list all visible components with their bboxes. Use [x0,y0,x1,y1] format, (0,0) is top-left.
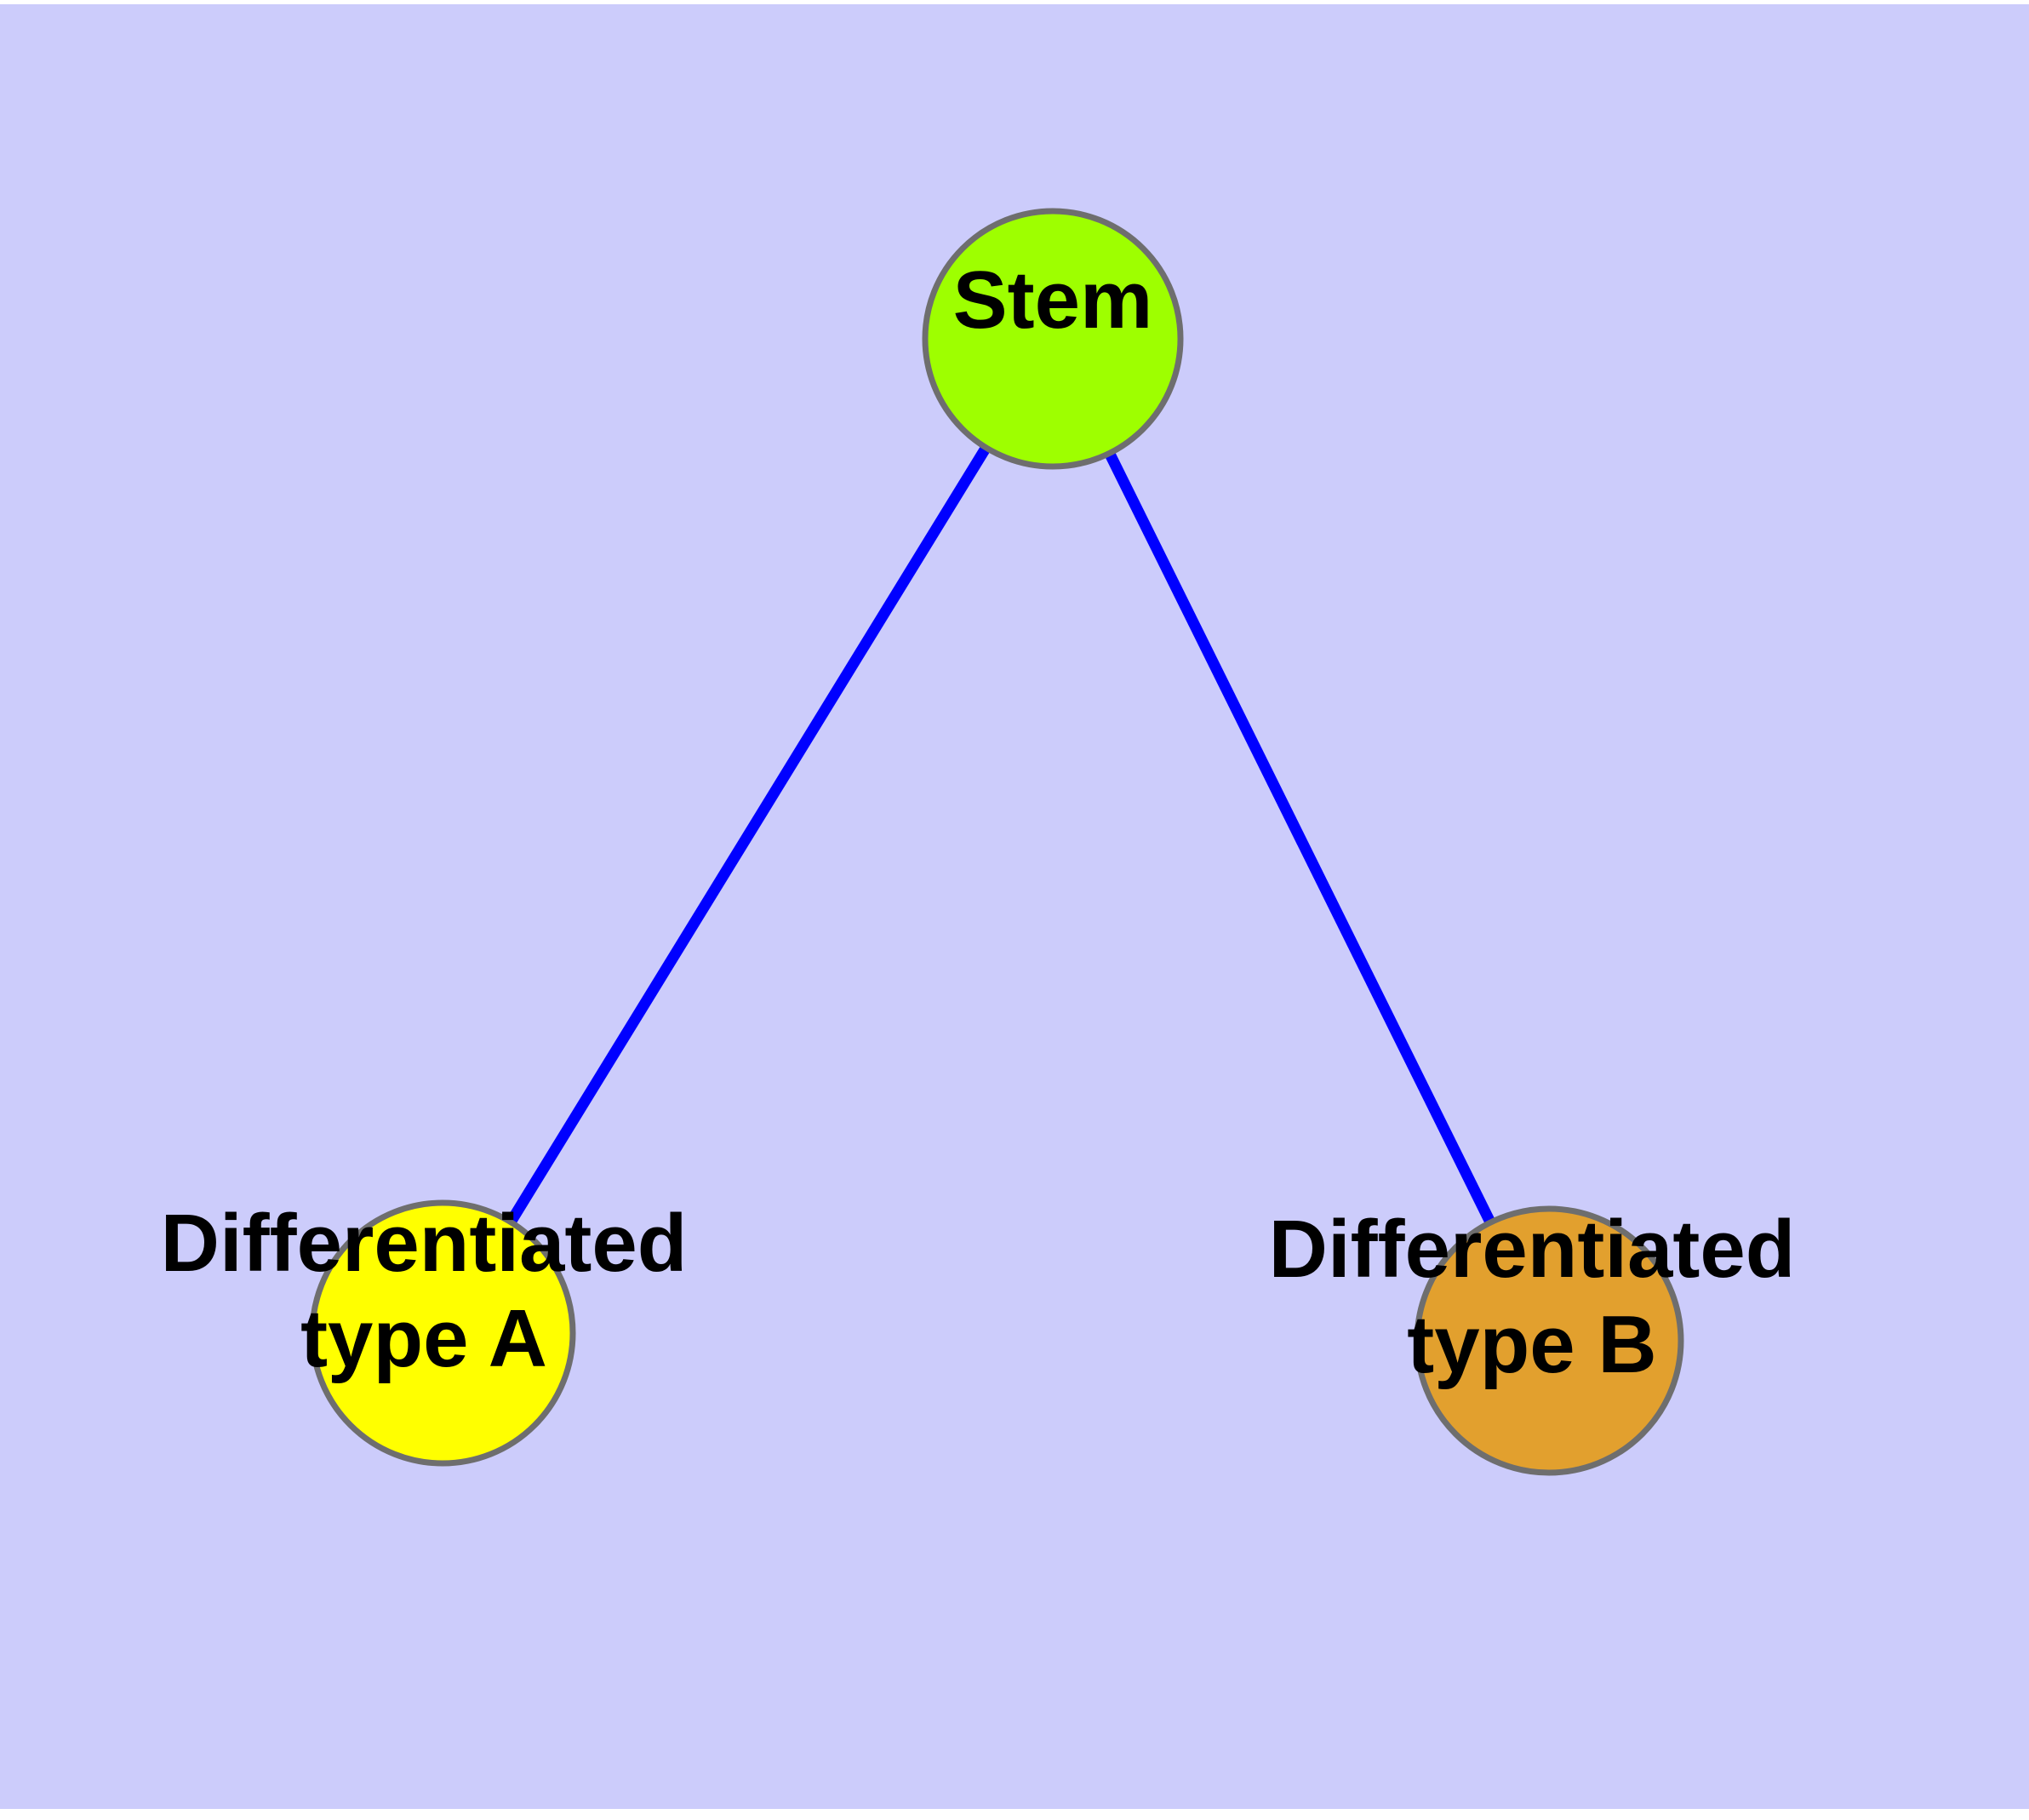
node-label-line: Differentiated [1269,1204,1796,1295]
edges-layer [437,335,1554,1343]
node-label-line: Differentiated [161,1198,688,1289]
edge-stem-to-diff_a [437,335,1058,1336]
edge-stem-to-diff_b [1048,336,1554,1343]
node-label-line: Stem [953,255,1153,346]
node-circle-stem[interactable]: Stem [922,208,1184,470]
node-label-stem: Stem [953,255,1153,346]
node-label-line: type B [1407,1299,1656,1390]
node-circle-diff_a[interactable]: Differentiated type A [309,1199,576,1467]
node-circle-diff_b[interactable]: Differentiated type B [1414,1205,1684,1476]
node-label-line: type A [300,1293,547,1384]
